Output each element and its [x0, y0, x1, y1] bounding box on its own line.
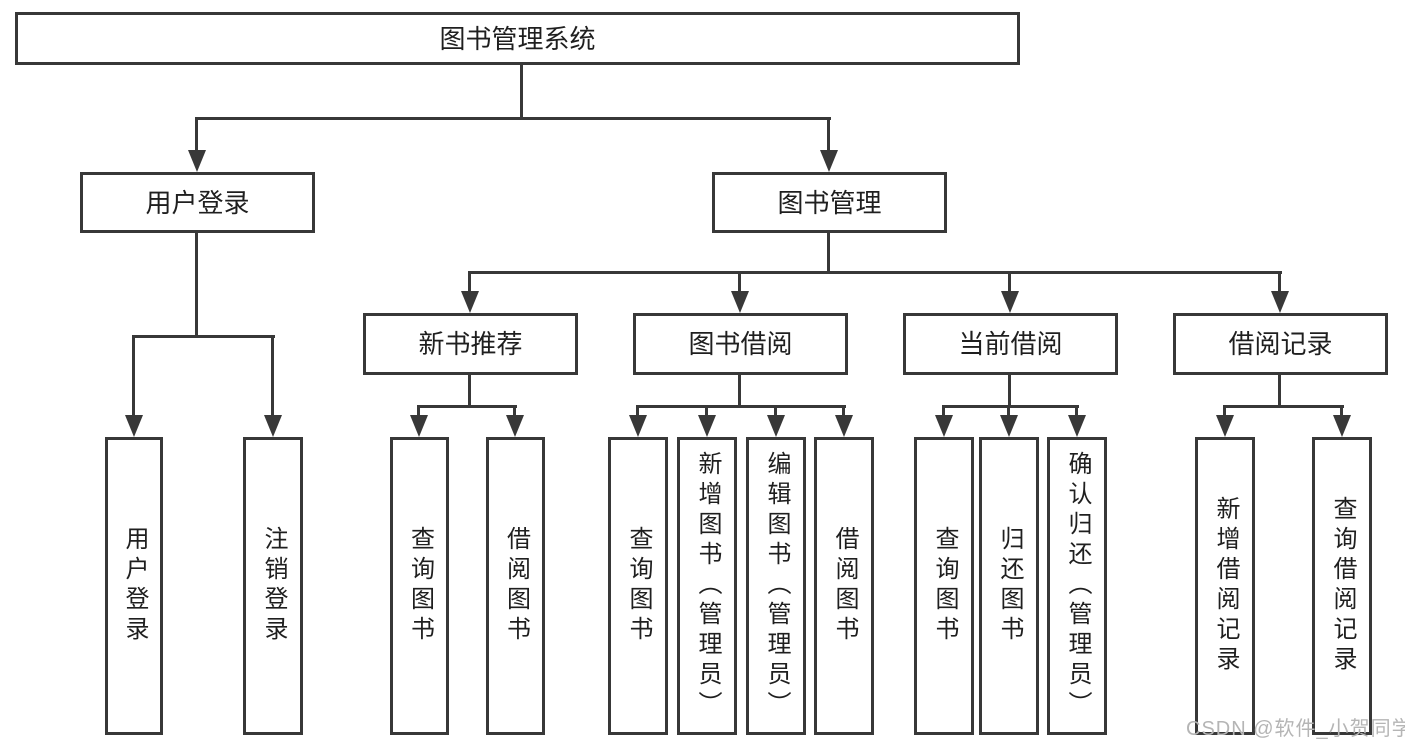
connector-hline [417, 405, 517, 408]
leaf-user-login: 用户登录 [105, 437, 163, 735]
arrowhead-down-icon [1001, 291, 1019, 313]
leaf-return-book: 归还图书 [979, 437, 1039, 735]
connector-vline [468, 375, 471, 407]
connector-vline [195, 233, 198, 337]
arrowhead-down-icon [506, 415, 524, 437]
leaf-query-book-1: 查询图书 [390, 437, 449, 735]
node-user-login-label: 用户登录 [145, 187, 250, 218]
arrowhead-down-icon [1068, 415, 1086, 437]
arrowhead-down-icon [835, 415, 853, 437]
connector-hline [468, 271, 1282, 274]
arrowhead-down-icon [731, 291, 749, 313]
leaf-add-book-admin-label: 新增图书（管理员） [694, 451, 721, 721]
arrowhead-down-icon [935, 415, 953, 437]
connector-vline [1278, 375, 1281, 407]
connector-hline [1223, 405, 1344, 408]
arrow-shaft [1075, 406, 1078, 417]
node-root: 图书管理系统 [15, 12, 1020, 65]
arrow-shaft [1008, 272, 1011, 293]
arrowhead-down-icon [1000, 415, 1018, 437]
arrowhead-down-icon [698, 415, 716, 437]
arrow-shaft [774, 406, 777, 417]
leaf-edit-book-admin: 编辑图书（管理员） [746, 437, 806, 735]
node-root-label: 图书管理系统 [439, 23, 596, 54]
leaf-borrow-book-1-label: 借阅图书 [502, 526, 530, 646]
leaf-edit-book-admin-label: 编辑图书（管理员） [763, 451, 790, 721]
leaf-add-book-admin: 新增图书（管理员） [677, 437, 737, 735]
connector-hline [132, 335, 275, 338]
arrowhead-down-icon [125, 415, 143, 437]
arrow-shaft [195, 118, 198, 152]
connector-hline [636, 405, 846, 408]
arrowhead-down-icon [188, 150, 206, 172]
arrowhead-down-icon [410, 415, 428, 437]
leaf-query-borrow-record-label: 查询借阅记录 [1329, 496, 1356, 676]
connector-hline [942, 405, 1079, 408]
leaf-logout-label: 注销登录 [260, 526, 287, 646]
arrowhead-down-icon [1333, 415, 1351, 437]
leaf-query-borrow-record: 查询借阅记录 [1312, 437, 1372, 735]
arrow-shaft [417, 406, 420, 417]
node-book-management: 图书管理 [712, 172, 947, 233]
node-borrow-records-label: 借阅记录 [1228, 329, 1333, 359]
connector-vline [827, 233, 830, 273]
arrow-shaft [1278, 272, 1281, 293]
leaf-user-login-label: 用户登录 [121, 526, 148, 646]
arrow-shaft [705, 406, 708, 417]
csdn-watermark: CSDN @软件_小贺同学 [1186, 718, 1405, 740]
leaf-add-borrow-record-label: 新增借阅记录 [1212, 496, 1239, 676]
node-borrow-records: 借阅记录 [1173, 313, 1388, 375]
arrow-shaft [842, 406, 845, 417]
leaf-add-borrow-record: 新增借阅记录 [1195, 437, 1255, 735]
leaf-borrow-book-2-label: 借阅图书 [831, 526, 858, 646]
node-book-borrow-label: 图书借阅 [688, 329, 793, 359]
arrow-shaft [468, 272, 471, 293]
arrow-shaft [1007, 406, 1010, 417]
connector-vline [1008, 375, 1011, 407]
arrowhead-down-icon [1216, 415, 1234, 437]
arrow-shaft [271, 336, 274, 417]
arrowhead-down-icon [1271, 291, 1289, 313]
arrow-shaft [513, 406, 516, 417]
arrowhead-down-icon [767, 415, 785, 437]
connector-hline [195, 117, 831, 120]
node-new-book-recommend: 新书推荐 [363, 313, 578, 375]
node-user-login: 用户登录 [80, 172, 315, 233]
arrow-shaft [132, 336, 135, 417]
leaf-logout: 注销登录 [243, 437, 303, 735]
arrowhead-down-icon [461, 291, 479, 313]
arrow-shaft [1223, 406, 1226, 417]
leaf-borrow-book-1: 借阅图书 [486, 437, 545, 735]
leaf-query-book-3-label: 查询图书 [931, 526, 958, 646]
leaf-confirm-return-admin: 确认归还（管理员） [1047, 437, 1107, 735]
leaf-borrow-book-2: 借阅图书 [814, 437, 874, 735]
arrow-shaft [942, 406, 945, 417]
node-current-borrow: 当前借阅 [903, 313, 1118, 375]
arrow-shaft [738, 272, 741, 293]
arrowhead-down-icon [629, 415, 647, 437]
leaf-query-book-1-label: 查询图书 [406, 526, 434, 646]
node-current-borrow-label: 当前借阅 [958, 329, 1063, 359]
arrow-shaft [1340, 406, 1343, 417]
connector-vline [520, 65, 523, 119]
node-book-management-label: 图书管理 [777, 187, 882, 218]
leaf-query-book-2-label: 查询图书 [625, 526, 652, 646]
arrow-shaft [636, 406, 639, 417]
connector-vline [738, 375, 741, 407]
arrowhead-down-icon [820, 150, 838, 172]
leaf-query-book-2: 查询图书 [608, 437, 668, 735]
node-book-borrow: 图书借阅 [633, 313, 848, 375]
arrow-shaft [827, 118, 830, 152]
arrowhead-down-icon [264, 415, 282, 437]
leaf-query-book-3: 查询图书 [914, 437, 974, 735]
node-new-book-recommend-label: 新书推荐 [418, 329, 523, 359]
leaf-confirm-return-admin-label: 确认归还（管理员） [1064, 451, 1091, 721]
leaf-return-book-label: 归还图书 [996, 526, 1023, 646]
